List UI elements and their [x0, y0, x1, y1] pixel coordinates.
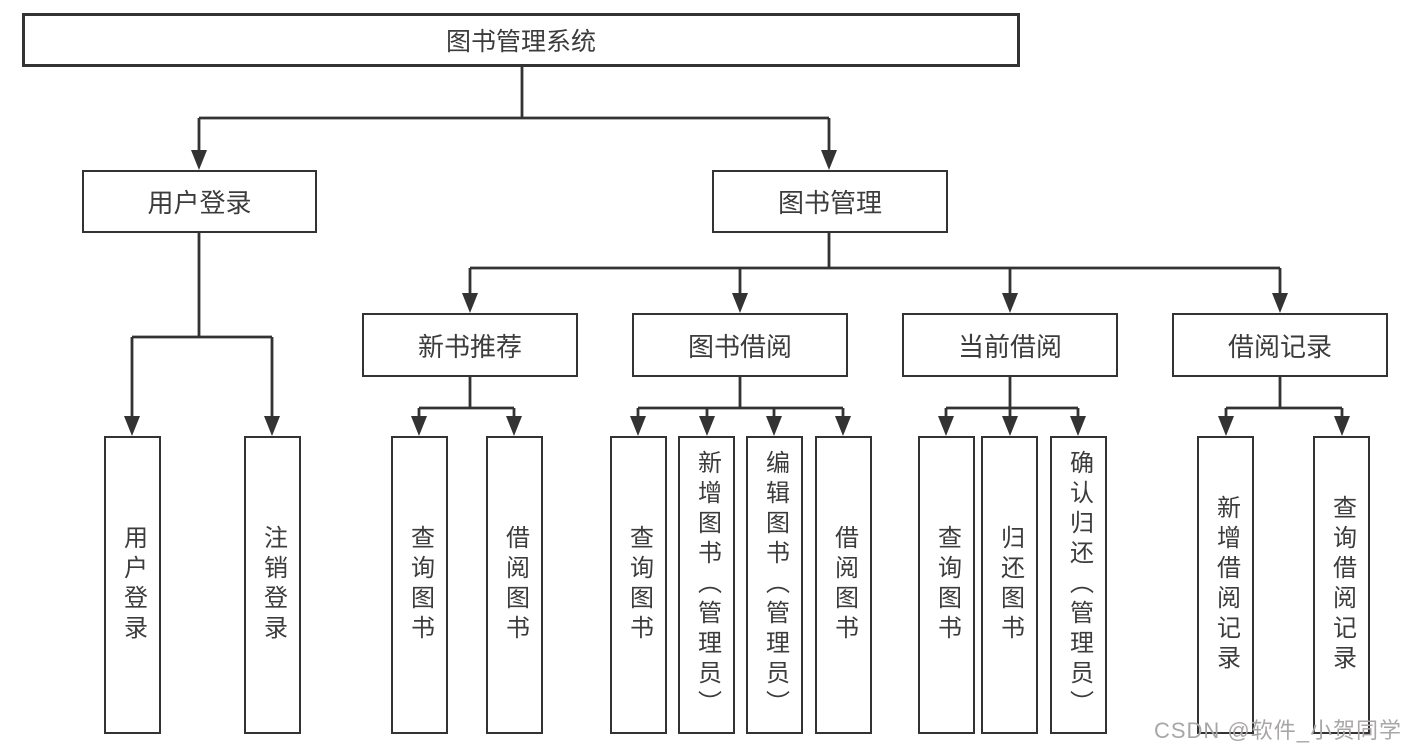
leaf-confirm-return-admin: 确认归还（管理员）: [1050, 436, 1107, 734]
node-label: 查询图书: [625, 525, 653, 645]
node-root: 图书管理系统: [22, 13, 1020, 67]
connector-new-book: [411, 377, 522, 436]
node-label: 当前借阅: [957, 331, 1062, 362]
arrowhead-icon: [766, 416, 782, 436]
node-label: 用户登录: [147, 188, 252, 218]
leaf-query-borrow-record: 查询借阅记录: [1313, 436, 1370, 734]
leaf-add-book-admin: 新增图书（管理员）: [678, 436, 735, 734]
arrowhead-icon: [1002, 416, 1018, 436]
arrowhead-icon: [732, 293, 748, 313]
node-label: 新书推荐: [417, 331, 522, 362]
arrowhead-icon: [835, 416, 851, 436]
arrowhead-icon: [264, 416, 280, 436]
node-new-book-recommend: 新书推荐: [362, 313, 578, 377]
node-label: 用户登录: [119, 525, 147, 645]
node-label: 注销登录: [259, 525, 287, 645]
node-label: 图书管理: [777, 188, 882, 218]
arrowhead-icon: [821, 150, 837, 170]
node-label: 图书管理系统: [445, 28, 596, 56]
leaf-logout: 注销登录: [244, 436, 301, 734]
node-borrow-records: 借阅记录: [1172, 313, 1388, 377]
node-book-borrow: 图书借阅: [632, 313, 848, 377]
leaf-query-current-borrow: 查询图书: [918, 436, 975, 734]
arrowhead-icon: [191, 150, 207, 170]
arrowhead-icon: [1272, 293, 1288, 313]
leaf-add-borrow-record: 新增借阅记录: [1197, 436, 1254, 734]
arrowhead-icon: [630, 416, 646, 436]
node-label: 确认归还（管理员）: [1065, 450, 1093, 720]
leaf-query-book-recommend: 查询图书: [391, 436, 448, 734]
connector-current-borrow: [938, 377, 1086, 436]
node-label: 查询图书: [406, 525, 434, 645]
node-label: 借阅记录: [1227, 331, 1332, 362]
connector-borrow-records: [1218, 377, 1350, 436]
arrowhead-icon: [462, 293, 478, 313]
connector-user-login: [124, 233, 280, 436]
arrowhead-icon: [411, 416, 427, 436]
arrowhead-icon: [1334, 416, 1350, 436]
connector-book-borrow: [630, 377, 851, 436]
node-label: 新增借阅记录: [1212, 495, 1240, 675]
arrowhead-icon: [699, 416, 715, 436]
node-user-login: 用户登录: [82, 170, 317, 233]
leaf-edit-book-admin: 编辑图书（管理员）: [746, 436, 803, 734]
arrowhead-icon: [124, 416, 140, 436]
arrowhead-icon: [1070, 416, 1086, 436]
node-current-borrow: 当前借阅: [902, 313, 1118, 377]
leaf-query-book: 查询图书: [610, 436, 667, 734]
leaf-return-book: 归还图书: [981, 436, 1038, 734]
node-book-management: 图书管理: [712, 170, 948, 233]
node-label: 借阅图书: [501, 525, 529, 645]
node-label: 查询借阅记录: [1328, 495, 1356, 675]
node-label: 借阅图书: [830, 525, 858, 645]
leaf-borrow-book: 借阅图书: [815, 436, 872, 734]
connector-book-management: [462, 233, 1288, 313]
arrowhead-icon: [506, 416, 522, 436]
node-label: 归还图书: [996, 525, 1024, 645]
arrowhead-icon: [1002, 293, 1018, 313]
node-label: 编辑图书（管理员）: [761, 450, 789, 720]
node-label: 查询图书: [933, 525, 961, 645]
node-label: 新增图书（管理员）: [693, 450, 721, 720]
arrowhead-icon: [938, 416, 954, 436]
node-label: 图书借阅: [687, 331, 792, 362]
connector-root: [191, 66, 837, 170]
leaf-user-login: 用户登录: [104, 436, 161, 734]
arrowhead-icon: [1218, 416, 1234, 436]
leaf-borrow-book-recommend: 借阅图书: [486, 436, 543, 734]
